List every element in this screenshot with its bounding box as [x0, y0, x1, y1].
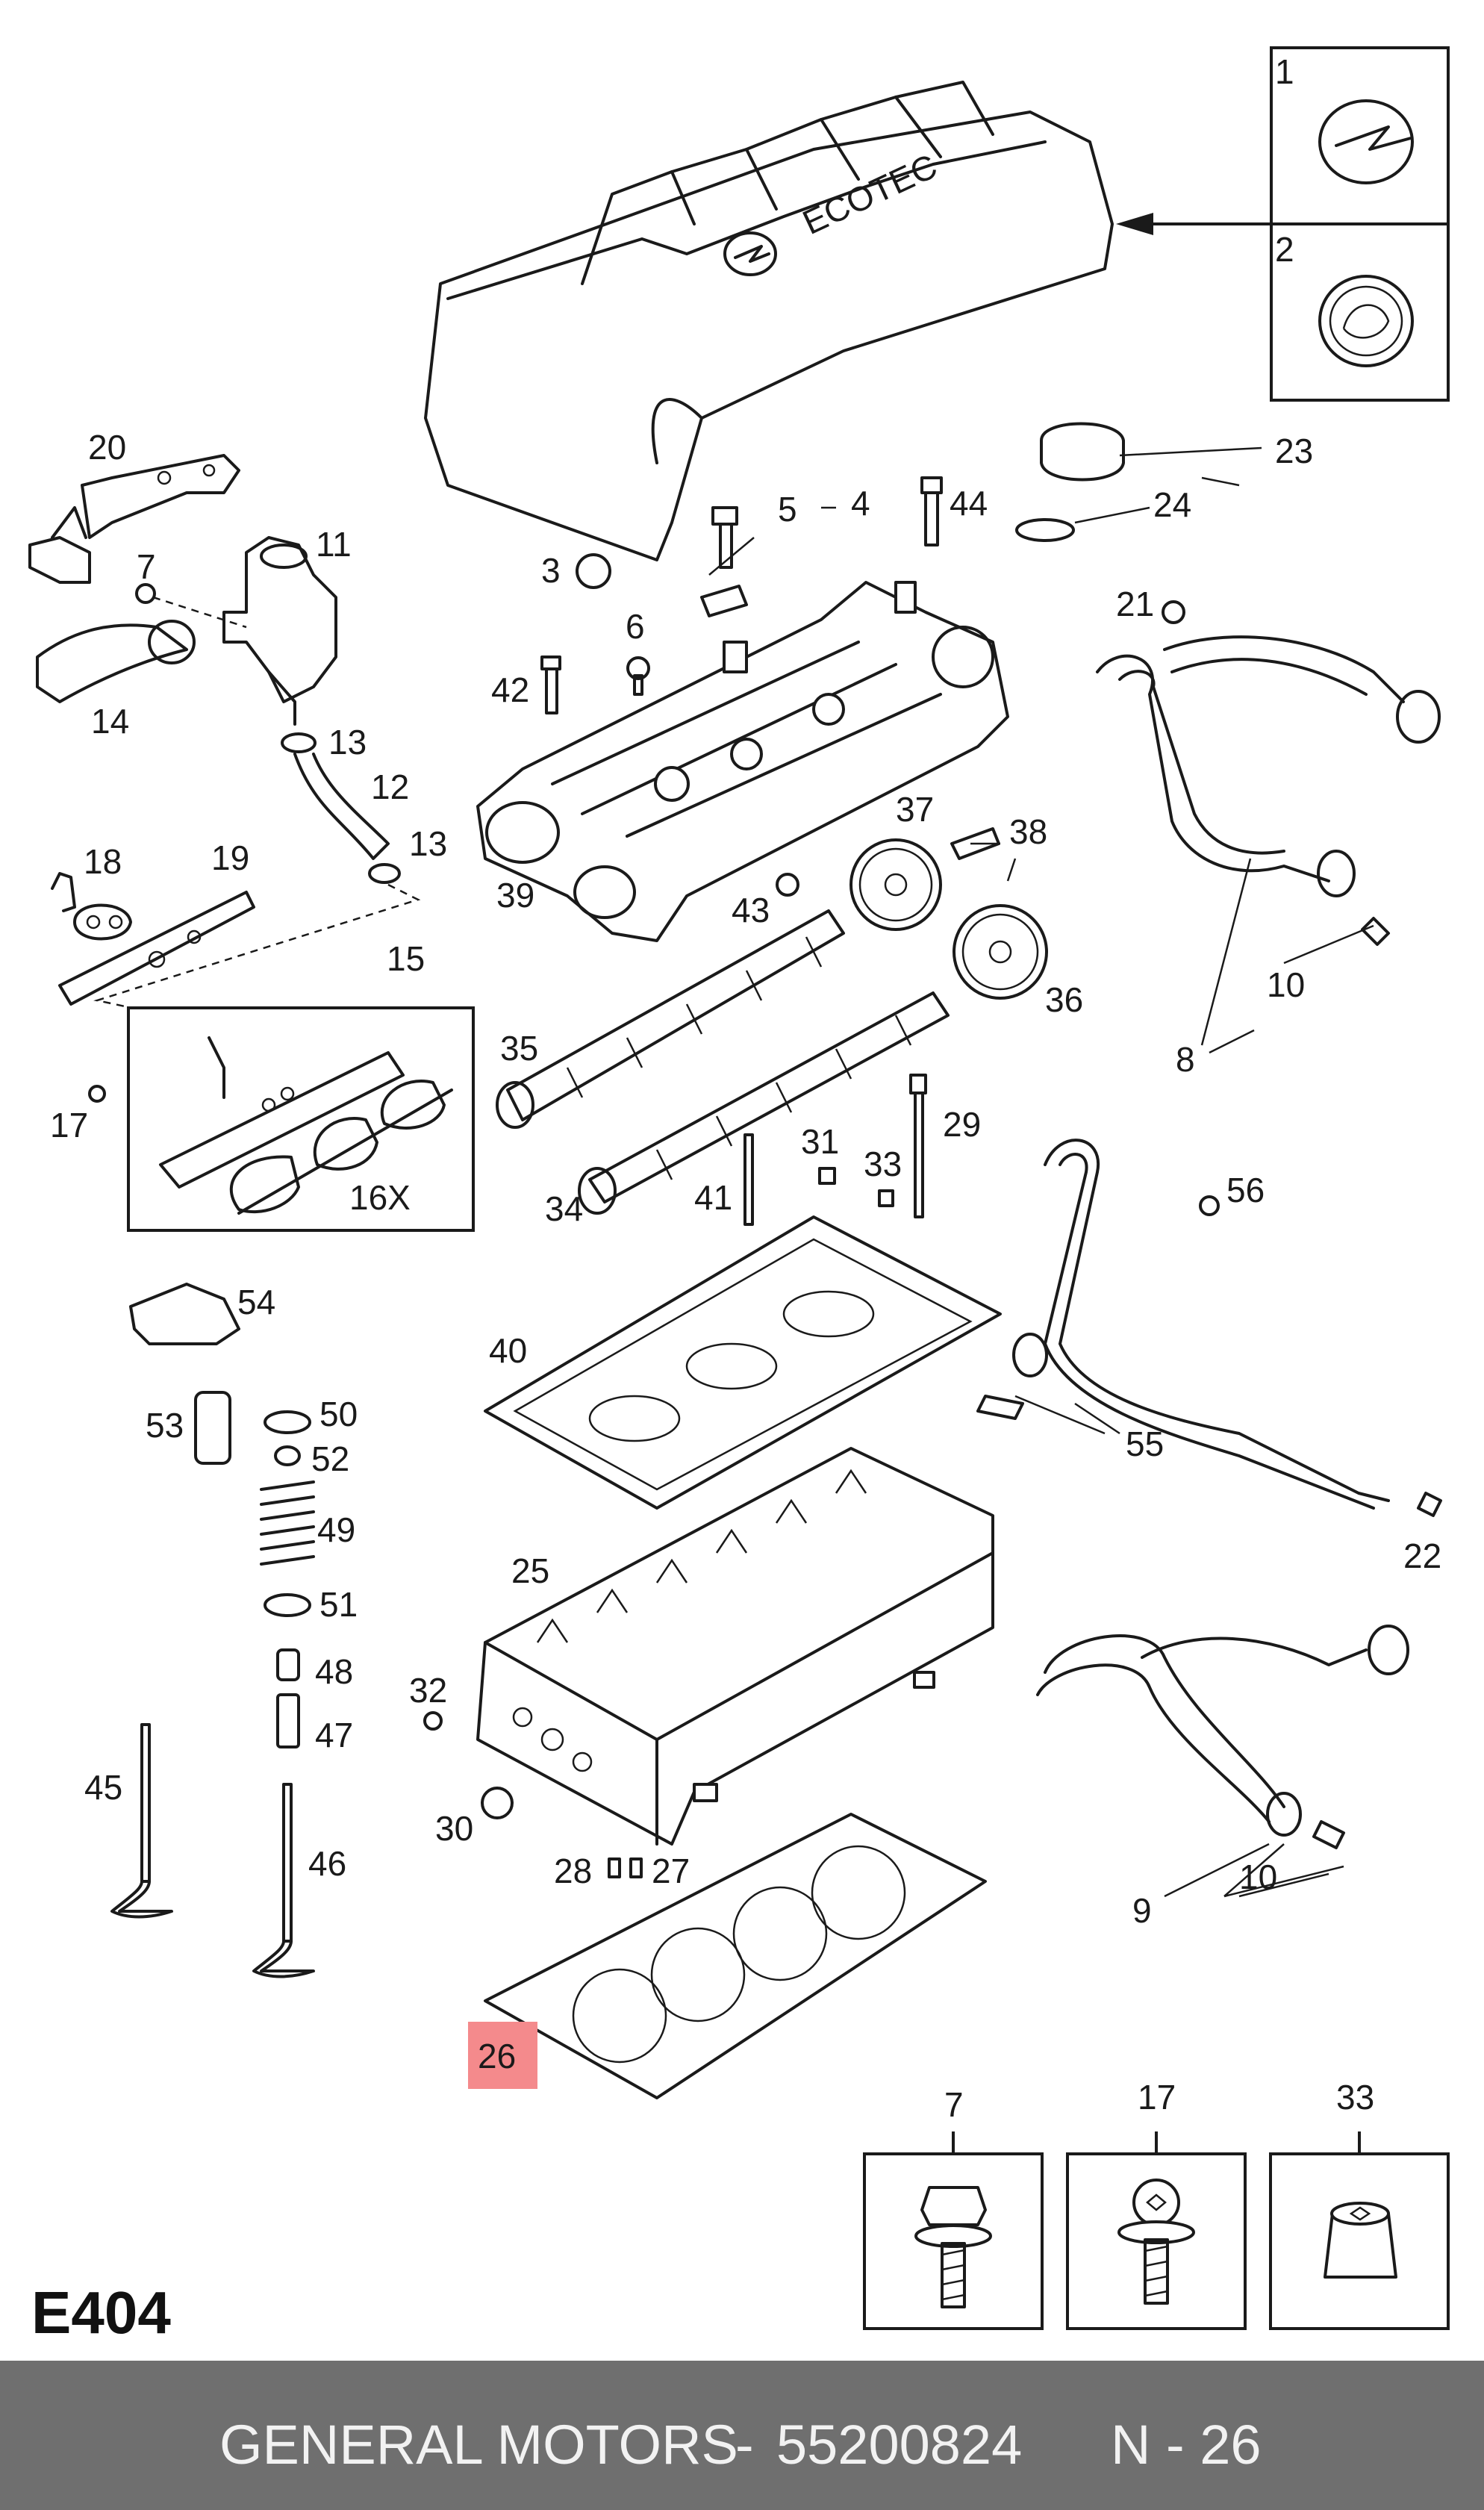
label-22: 22 — [1403, 1536, 1441, 1575]
label-2: 2 — [1275, 230, 1294, 269]
camshaft-housing — [476, 581, 1009, 942]
small-fasteners — [540, 422, 1220, 1226]
callout-labels: 1 2 3 4 5 6 7 8 9 10 10 11 12 13 13 14 1… — [50, 52, 1441, 2124]
label-6: 6 — [626, 607, 645, 646]
footer-part-number: 55200824 — [776, 2414, 1022, 2476]
label-21: 21 — [1116, 585, 1154, 623]
label-16x: 16X — [349, 1178, 411, 1217]
label-56: 56 — [1226, 1171, 1265, 1209]
label-45: 45 — [84, 1768, 122, 1807]
label-38: 38 — [1009, 812, 1047, 851]
footer-reference: N - 26 — [1111, 2414, 1262, 2476]
label-34: 34 — [545, 1189, 583, 1228]
label-19: 19 — [211, 838, 249, 877]
label-13b: 13 — [409, 824, 447, 863]
label-53: 53 — [146, 1406, 184, 1445]
detail-label-17: 17 — [1138, 2078, 1176, 2117]
label-23: 23 — [1275, 432, 1313, 470]
label-17: 17 — [50, 1106, 88, 1145]
label-40: 40 — [489, 1331, 527, 1370]
detail-label-33: 33 — [1336, 2078, 1374, 2117]
label-47: 47 — [315, 1716, 353, 1754]
cylinder-head — [476, 1447, 994, 1846]
label-39: 39 — [496, 876, 534, 915]
label-8: 8 — [1176, 1040, 1195, 1079]
label-14: 14 — [91, 702, 129, 741]
label-31: 31 — [801, 1122, 839, 1161]
badge-box — [1116, 46, 1450, 402]
label-30: 30 — [435, 1809, 473, 1848]
label-28: 28 — [554, 1852, 592, 1890]
highlight-part-26 — [468, 2022, 537, 2089]
label-24: 24 — [1153, 485, 1191, 524]
footer-bar — [0, 2361, 1484, 2510]
label-27: 27 — [652, 1852, 690, 1890]
label-51: 51 — [319, 1585, 358, 1624]
label-46: 46 — [308, 1844, 346, 1883]
coolant-hoses — [976, 635, 1442, 1849]
label-49: 49 — [317, 1510, 355, 1549]
label-12: 12 — [371, 767, 409, 806]
head-small-parts — [423, 1711, 643, 1878]
gasket-plate-group — [51, 872, 475, 1232]
label-4: 4 — [851, 484, 870, 523]
label-32: 32 — [409, 1671, 447, 1710]
label-5: 5 — [778, 490, 797, 529]
label-52: 52 — [311, 1439, 349, 1478]
label-41: 41 — [694, 1178, 732, 1217]
label-15: 15 — [387, 939, 425, 978]
label-37: 37 — [896, 790, 934, 829]
detail-label-7: 7 — [944, 2085, 964, 2124]
label-55: 55 — [1126, 1424, 1164, 1463]
label-10b: 10 — [1239, 1857, 1277, 1896]
label-10a: 10 — [1267, 965, 1305, 1004]
cam-cover-gasket — [484, 1215, 1002, 1510]
label-18: 18 — [84, 842, 122, 881]
label-25: 25 — [511, 1551, 549, 1590]
label-48: 48 — [315, 1652, 353, 1691]
label-44: 44 — [950, 484, 988, 523]
label-42: 42 — [491, 670, 529, 709]
label-9: 9 — [1132, 1891, 1152, 1930]
detail-boxes — [863, 2131, 1450, 2330]
label-26: 26 — [478, 2037, 516, 2075]
footer-separator: - — [735, 2414, 754, 2476]
leader-lines — [708, 446, 1374, 1898]
label-36: 36 — [1045, 980, 1083, 1019]
thermostat-housing-group — [28, 454, 421, 1024]
label-13a: 13 — [328, 723, 367, 762]
label-43: 43 — [732, 891, 770, 929]
label-7: 7 — [137, 547, 156, 586]
cam-gears — [776, 827, 1048, 1000]
label-35: 35 — [500, 1029, 538, 1068]
label-54: 54 — [237, 1283, 275, 1321]
label-29: 29 — [943, 1105, 981, 1144]
label-1: 1 — [1275, 52, 1294, 91]
label-11: 11 — [316, 525, 352, 564]
valve-train — [110, 1283, 315, 1978]
label-20: 20 — [88, 428, 126, 467]
label-50: 50 — [319, 1395, 358, 1433]
footer-brand: GENERAL MOTORS — [219, 2414, 738, 2476]
head-gasket — [484, 1813, 987, 2099]
camshafts — [496, 909, 950, 1215]
diagram-code: E404 — [31, 2279, 171, 2346]
label-3: 3 — [541, 551, 561, 590]
label-33: 33 — [864, 1145, 902, 1183]
engine-cover: ECOTEC — [424, 81, 1114, 561]
